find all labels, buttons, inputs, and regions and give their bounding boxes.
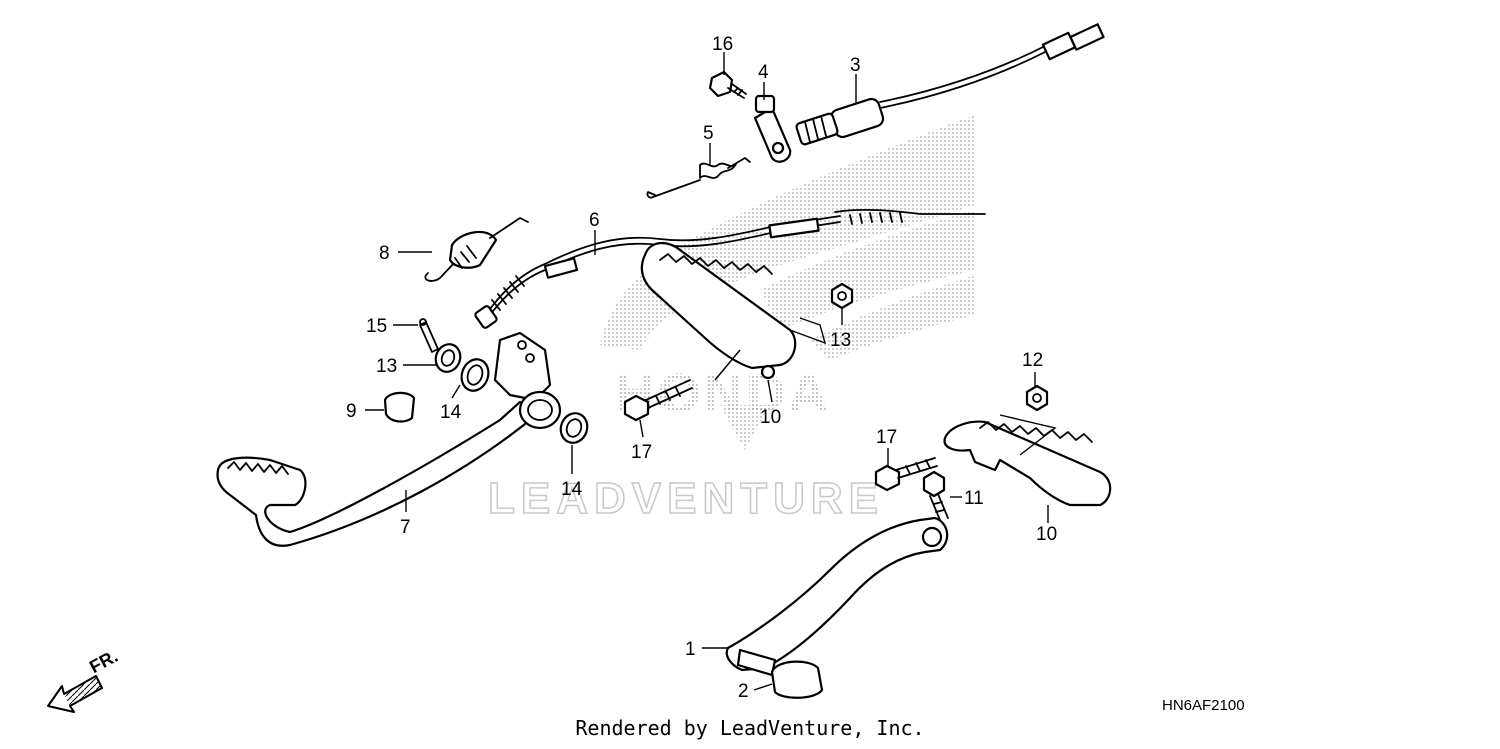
part-14-nut-right[interactable]: [1025, 384, 1049, 412]
part-10-footrest-left[interactable]: [640, 242, 827, 381]
part-13-seal-upper[interactable]: [457, 356, 492, 395]
part-15-cotter-pin[interactable]: [419, 318, 439, 353]
part-13-seal-lower[interactable]: [557, 409, 592, 446]
callout-13-upper: 14: [440, 402, 462, 423]
callout-15: 15: [366, 316, 387, 337]
callout-7: 7: [400, 517, 411, 538]
part-17-bolt-right[interactable]: [874, 457, 938, 492]
callout-labels: 16 4 3 5 6 8 15 13 9 14 14 7 13 17 10 12…: [346, 34, 1057, 702]
callout-12: 13: [376, 356, 397, 377]
watermark-company: LEADVENTURE: [488, 474, 884, 523]
callout-17-left: 17: [631, 442, 652, 463]
part-9-bushing[interactable]: [383, 391, 416, 423]
part-8-brake-spring[interactable]: [424, 217, 529, 282]
callout-1: 1: [685, 639, 696, 660]
part-17-bolt-left[interactable]: [623, 379, 693, 422]
part-7-brake-pedal[interactable]: [216, 331, 562, 547]
part-1-shift-pedal[interactable]: [725, 516, 949, 677]
front-arrow-icon: [47, 675, 103, 713]
callout-9: 9: [346, 401, 357, 422]
callout-6: 6: [589, 210, 600, 231]
footer-credit: Rendered by LeadVenture, Inc.: [575, 716, 925, 740]
callout-14-right: 12: [1022, 350, 1043, 371]
callout-11: 11: [964, 488, 984, 509]
part-3-switch-cable[interactable]: [795, 23, 1105, 146]
callout-10-left: 10: [760, 407, 781, 428]
part-2-shift-rubber[interactable]: [770, 660, 824, 699]
callout-10-right: 10: [1036, 524, 1057, 545]
part-5-return-spring[interactable]: [646, 157, 751, 199]
leader-lines: [365, 52, 1049, 691]
callout-13-lower: 14: [561, 479, 583, 500]
diagram-code: HN6AF2100: [1162, 697, 1245, 714]
callout-5: 5: [703, 123, 714, 144]
part-4-switch-clamp[interactable]: [753, 94, 792, 163]
callout-4: 4: [758, 62, 769, 83]
callout-17-right: 17: [876, 427, 897, 448]
part-11-bolt[interactable]: [922, 470, 949, 521]
callout-8: 8: [379, 243, 390, 264]
part-10-footrest-right[interactable]: [943, 414, 1112, 507]
callout-16: 16: [712, 34, 733, 55]
part-6-brake-cable[interactable]: [474, 208, 986, 329]
callout-14-left: 13: [830, 330, 851, 351]
part-12-washer[interactable]: [432, 341, 464, 376]
part-16-bolt[interactable]: [708, 70, 747, 99]
callout-2: 2: [738, 681, 749, 702]
callout-3: 3: [850, 55, 861, 76]
part-14-nut-left[interactable]: [830, 282, 854, 310]
